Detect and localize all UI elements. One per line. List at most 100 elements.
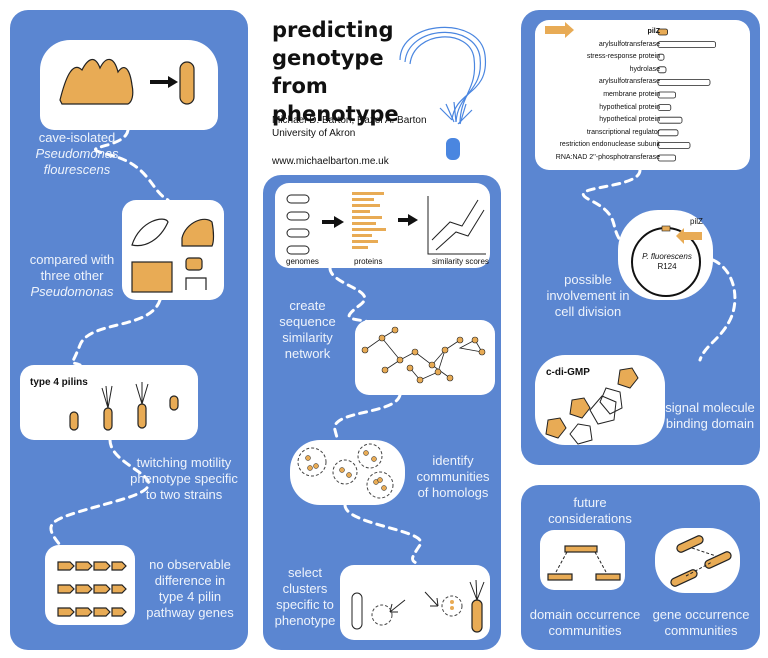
cave-line-2: Pseudomonas [35, 146, 119, 161]
gene-length-bar [657, 41, 716, 48]
possible-line-2: involvement in [546, 288, 630, 303]
create-line-2: sequence [279, 314, 336, 329]
twitching-line-1: twitching motility [136, 455, 232, 470]
future-heading: future considerations [548, 495, 632, 526]
genomes-label: genomes [286, 257, 319, 266]
compared-label: compared with three other Pseudomonas [22, 252, 122, 300]
domain-occurrence-graphic [547, 545, 621, 581]
gene-list-item: transcriptional regulator [586, 128, 660, 136]
cave-label: cave-isolated Pseudomonas flourescens [22, 130, 132, 178]
gene-list-item: stress-response protein [586, 53, 660, 61]
cave-line-1: cave-isolated [38, 130, 116, 145]
pilin-cells [69, 382, 179, 431]
noobs-line-1: no observable [149, 557, 231, 572]
compared-line-3: Pseudomonas [30, 284, 114, 299]
create-line-1: create [289, 298, 326, 313]
gene-length-bar [657, 154, 677, 162]
twitching-line-3: to two strains [145, 487, 223, 502]
pilz-arrow-icon [676, 228, 702, 244]
dashed-connectors [49, 128, 737, 567]
connector-2 [71, 298, 162, 367]
connector-5 [333, 393, 402, 445]
gene-list-item: membrane protein [603, 90, 660, 98]
gene-list-item: restriction endonuclease subunit [559, 141, 660, 149]
title-line-2: genotype from [272, 46, 384, 98]
pilins-label: type 4 pilins [30, 377, 88, 388]
gene-list-item: hydrolase [629, 65, 660, 73]
cdigmp-molecule [545, 367, 639, 445]
highlight-arrow-icon [545, 22, 574, 38]
identify-line-1: identify [432, 453, 474, 468]
question-mark-dot [446, 138, 460, 160]
proteins-label: proteins [354, 257, 383, 266]
gene-line-1: gene occurrence [652, 607, 750, 622]
gene-list-item: arylsulfotransferase [598, 78, 660, 86]
noobs-line-2: difference in [154, 573, 226, 588]
identify-line-3: of homologs [417, 485, 489, 500]
noobs-label: no observable difference in type 4 pilin… [140, 557, 240, 621]
pathway-gene-arrows [57, 561, 127, 617]
signal-line-2: binding domain [665, 416, 755, 431]
gene-line-2: communities [664, 623, 738, 638]
connector-7 [581, 168, 642, 242]
title-line-3: phenotype [272, 102, 399, 126]
gene-list-item: RNA:NAD 2''-phosphotransferase [555, 153, 660, 161]
website-link[interactable]: www.michaelbarton.me.uk [272, 156, 389, 167]
create-network-label: create sequence similarity network [270, 298, 345, 362]
select-line-2: clusters [282, 581, 328, 596]
plasmid-blob [618, 210, 713, 300]
pilz-marker [661, 225, 671, 232]
gene-length-bar [657, 141, 691, 149]
signal-label: signal molecule binding domain [660, 400, 760, 432]
title-line-1: predicting [272, 18, 394, 42]
community-circles [297, 443, 394, 499]
organism-label: P. fluorescens R124 [640, 252, 694, 272]
select-line-4: phenotype [274, 613, 336, 628]
connector-4 [328, 266, 372, 324]
gene-length-bar [657, 104, 672, 111]
domain-occurrence-label: domain occurrence communities [526, 607, 644, 639]
organism-line-2: R124 [657, 262, 677, 271]
possible-line-1: possible [564, 272, 612, 287]
gene-list-item: pilZ [647, 28, 660, 35]
communities-blob [290, 440, 405, 505]
noobs-line-3: type 4 pilin [158, 589, 222, 604]
select-label: select clusters specific to phenotype [270, 565, 340, 629]
connector-3 [49, 438, 151, 547]
affiliation: University of Akron [272, 128, 356, 139]
question-mark-logo [399, 26, 487, 125]
gene-length-bar [657, 79, 711, 86]
select-clusters-blob [340, 565, 490, 640]
gene-length-bar [657, 66, 667, 74]
gene-length-bar [657, 91, 677, 99]
compared-line-2: three other [40, 268, 104, 283]
select-clusters-icons [351, 579, 485, 633]
community-nodes [305, 450, 387, 491]
domain-line-1: domain occurrence [529, 607, 641, 622]
network-blob [355, 320, 495, 395]
select-line-1: select [288, 565, 322, 580]
poster-title: predicting genotype from phenotype [272, 16, 402, 128]
gene-length-bar [657, 116, 683, 124]
cdigmp-label: c-di-GMP [546, 367, 590, 378]
plasmid-gene-label: pilZ [690, 217, 703, 226]
authors: Michael D. Barton, Hazel A. Barton [272, 115, 427, 126]
select-line-3: specific to [276, 597, 334, 612]
gene-bars [657, 28, 716, 162]
gene-length-bar [657, 53, 665, 61]
connector-1 [93, 128, 170, 202]
pipeline-icons [286, 192, 486, 255]
create-line-3: similarity [282, 330, 333, 345]
possible-line-3: cell division [554, 304, 622, 319]
domain-line-2: communities [548, 623, 622, 638]
gene-list-item: hypothetical protein [599, 103, 660, 111]
create-line-4: network [284, 346, 331, 361]
signal-line-1: signal molecule [665, 400, 755, 415]
network-nodes [361, 326, 486, 384]
cave-cell-icon [59, 58, 195, 105]
connector-6 [343, 503, 423, 567]
gene-list-item: arylsulfotransferase [598, 40, 660, 48]
cave-line-3: flourescens [43, 162, 111, 177]
organism-line-1: P. fluorescens [642, 252, 692, 261]
